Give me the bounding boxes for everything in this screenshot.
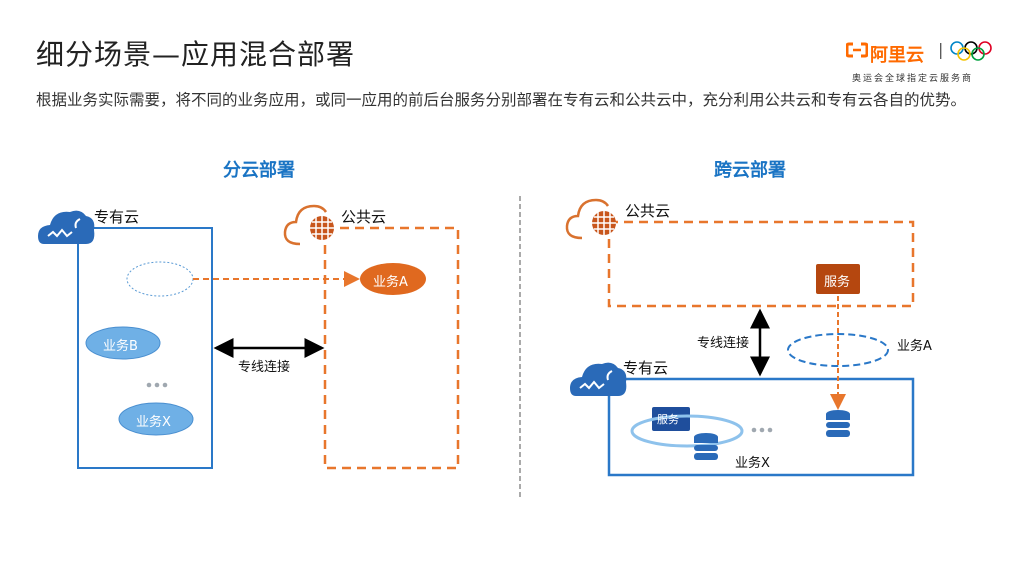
right-public-cloud-label: 公共云	[625, 202, 671, 220]
app-a-node	[360, 263, 426, 295]
right-section-title: 跨云部署	[714, 160, 786, 181]
left-app-x-label: 业务X	[136, 415, 171, 430]
right-connection-label: 专线连接	[697, 336, 750, 351]
page-title: 细分场景—应用混合部署	[36, 38, 356, 71]
database-icon	[694, 433, 718, 460]
migrated-app-placeholder	[126, 261, 194, 297]
public-cloud-box	[323, 226, 460, 470]
app-b-node	[85, 326, 161, 360]
right-app-x-label: 业务X	[735, 456, 770, 471]
alibaba-cloud-logo: 阿里云 | 奥运会全球指定云服务商	[846, 38, 1024, 88]
page-description: 根据业务实际需要，将不同的业务应用，或同一应用的前后台服务分别部署在专有云和公共…	[36, 91, 967, 109]
left-private-cloud-label: 专有云	[94, 208, 140, 226]
logo-separator: |	[938, 40, 944, 59]
section-divider	[519, 196, 521, 500]
right-ellipsis-dots	[751, 427, 773, 433]
left-app-b-label: 业务B	[103, 339, 138, 354]
right-private-cloud-label: 专有云	[623, 359, 669, 377]
private-service-label: 服务	[657, 413, 679, 426]
logo-brand-text: 阿里云	[870, 45, 924, 66]
private-cloud-box	[77, 227, 213, 469]
public-cloud-icon	[283, 204, 334, 246]
left-connection-label: 专线连接	[238, 360, 291, 375]
app-x-boundary	[630, 414, 744, 448]
right-public-cloud-icon	[565, 198, 616, 240]
left-public-cloud-label: 公共云	[341, 208, 387, 226]
database-icon	[826, 410, 850, 437]
left-diagram	[38, 204, 460, 470]
left-section-title: 分云部署	[223, 160, 295, 181]
app-x-node	[118, 402, 194, 436]
private-service-box	[652, 407, 690, 431]
right-public-cloud-box	[607, 220, 915, 308]
right-diagram	[565, 198, 915, 477]
right-private-cloud-icon	[570, 362, 627, 396]
public-service-box	[816, 264, 860, 294]
aliyun-bracket-icon	[846, 42, 868, 58]
private-cloud-icon	[38, 210, 95, 244]
right-private-cloud-box	[607, 377, 915, 477]
left-app-a-label: 业务A	[373, 275, 408, 290]
olympic-rings-icon	[950, 41, 992, 61]
app-a-boundary	[787, 333, 889, 367]
public-service-label: 服务	[824, 275, 851, 290]
right-app-a-label: 业务A	[897, 339, 932, 354]
logo-tagline: 奥运会全球指定云服务商	[852, 74, 974, 84]
ellipsis-dots	[146, 382, 168, 388]
